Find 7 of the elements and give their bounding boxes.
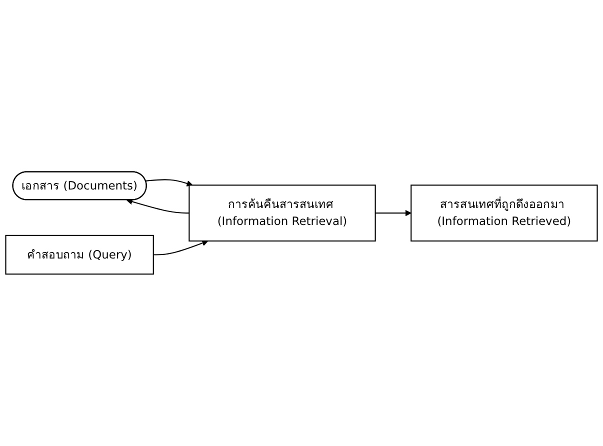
node-box: คำสอบถาม (Query) [5, 234, 154, 275]
arrow [153, 240, 208, 256]
node-box: การค้นคืนสารสนเทศ (Information Retrieval) [188, 184, 376, 242]
node-box: สารสนเทศที่ถูกดึงออกมา (Information Retrieved) [410, 184, 598, 242]
arrow [375, 210, 412, 216]
arrow [126, 198, 190, 214]
arrow [146, 179, 193, 187]
